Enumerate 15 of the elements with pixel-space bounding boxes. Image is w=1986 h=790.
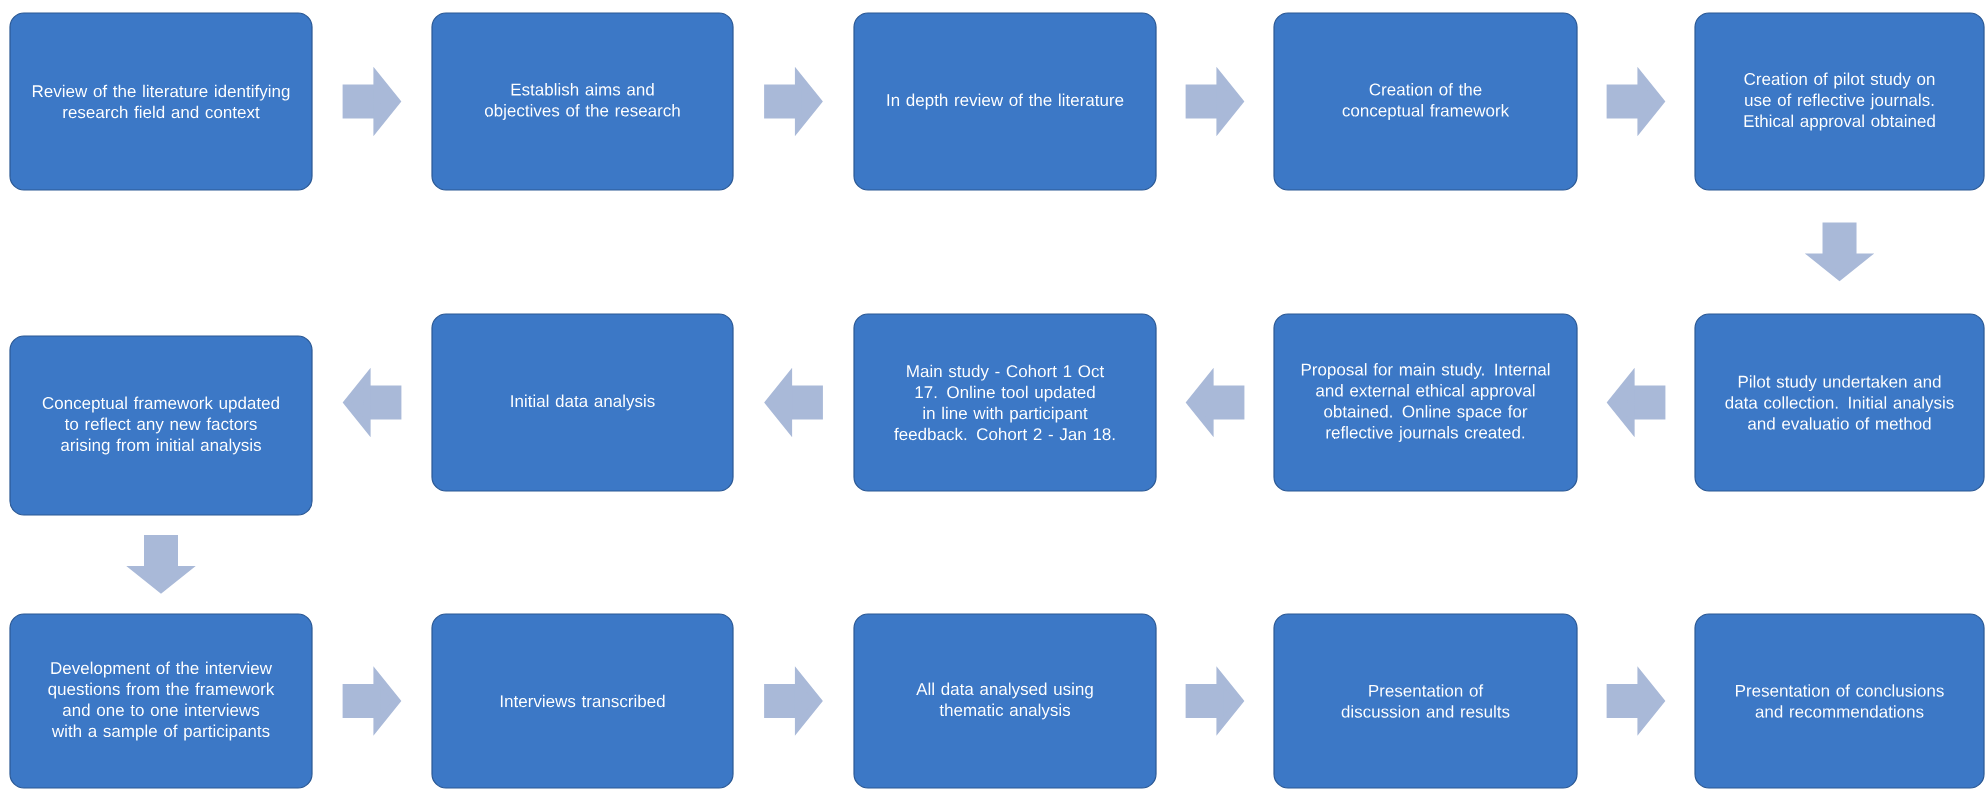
- process-box: Presentation of discussion and results: [1273, 613, 1578, 789]
- process-box: Development of the interview questions from the framework and one to one interviews with a sample of participants: [9, 613, 313, 789]
- process-box: Pilot study undertaken and data collection. Initial analysis and evaluatio of method: [1694, 313, 1985, 492]
- process-box: Main study - Cohort 1 Oct 17. Online tool updated in line with participant feedback. Cohort 2 - Jan 18.: [853, 313, 1157, 492]
- process-box: Creation of pilot study on use of reflective journals. Ethical approval obtained: [1694, 12, 1985, 191]
- process-box: Interviews transcribed: [431, 613, 734, 789]
- process-box: Presentation of conclusions and recommendations: [1694, 613, 1985, 789]
- process-box: Conceptual framework updated to reflect any new factors arising from initial analysis: [9, 335, 313, 516]
- process-box: All data analysed using thematic analysis: [853, 613, 1157, 789]
- process-box: Establish aims and objectives of the research: [431, 12, 734, 191]
- process-box: Review of the literature identifying research field and context: [9, 12, 313, 191]
- process-box: In depth review of the literature: [853, 12, 1157, 191]
- process-box: Proposal for main study. Internal and external ethical approval obtained. Online space for reflective journals created.: [1273, 313, 1578, 492]
- process-box: Creation of the conceptual framework: [1273, 12, 1578, 191]
- process-box: Initial data analysis: [431, 313, 734, 492]
